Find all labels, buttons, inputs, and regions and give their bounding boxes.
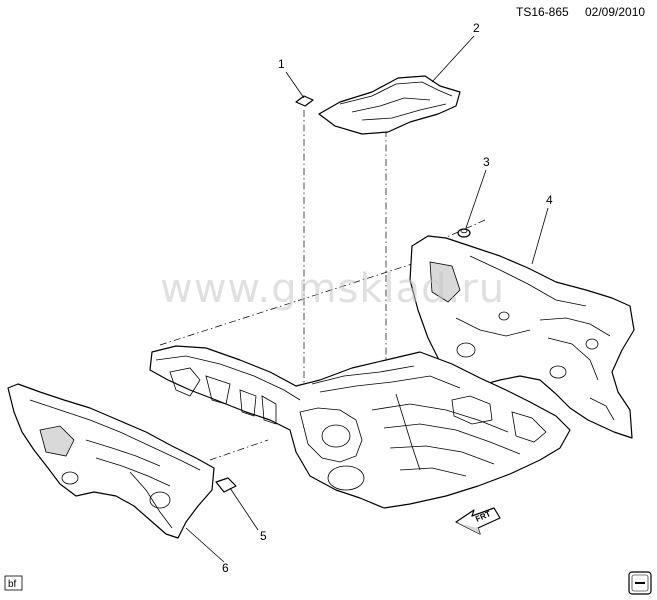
floor-pan-body bbox=[149, 345, 571, 509]
footer-badge-text: bf bbox=[8, 579, 17, 590]
callout-2: 2 bbox=[473, 21, 480, 35]
callout-1: 1 bbox=[278, 57, 285, 71]
callout-6: 6 bbox=[222, 561, 229, 575]
gm-logo-icon bbox=[628, 571, 652, 595]
part-6-lower-dash-panel bbox=[7, 383, 215, 539]
callout-5: 5 bbox=[260, 529, 267, 543]
part-3-plug bbox=[457, 228, 471, 238]
diagram-date: 02/09/2010 bbox=[585, 5, 645, 19]
watermark: www.gmsklad.ru bbox=[160, 266, 505, 312]
part-5-bracket bbox=[215, 477, 237, 493]
leader-lines bbox=[185, 35, 549, 563]
part-4-dash-barrier bbox=[409, 235, 635, 439]
footer-badge: bf bbox=[4, 575, 23, 591]
front-direction-arrow-icon: FRT bbox=[455, 507, 501, 535]
callout-3: 3 bbox=[483, 155, 490, 169]
callout-4: 4 bbox=[546, 193, 553, 207]
diagram-code: TS16-865 bbox=[516, 5, 569, 19]
part-2-dash-insulator bbox=[318, 75, 461, 135]
part-1-insulator bbox=[295, 95, 314, 107]
